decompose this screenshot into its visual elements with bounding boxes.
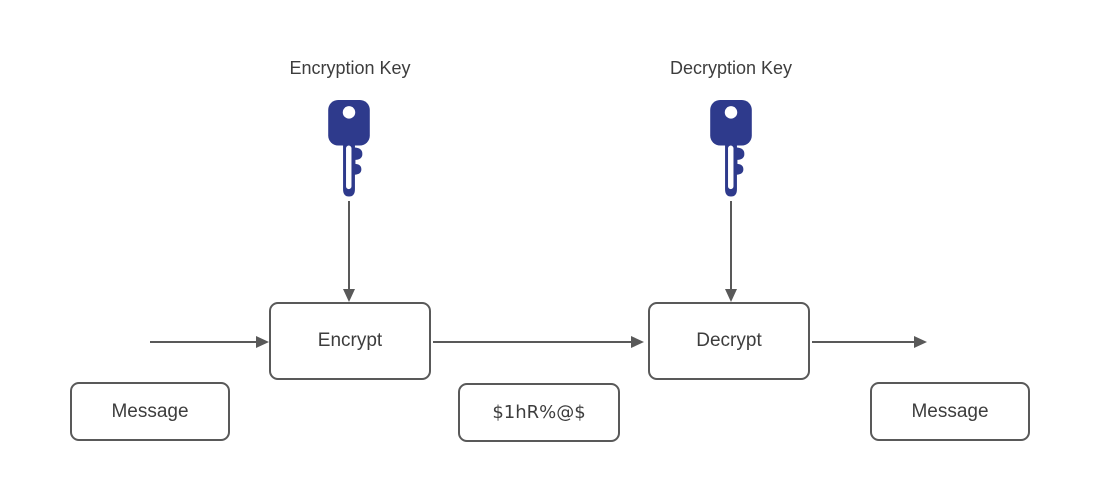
input-arrow-line	[150, 341, 257, 343]
ciphertext-arrow-line	[433, 341, 632, 343]
decrypt-box: Decrypt	[648, 302, 810, 380]
encryption-key-arrowhead-icon	[343, 289, 355, 302]
encryption-key-arrow-line	[348, 201, 350, 290]
encryption-key-icon	[328, 99, 370, 197]
decryption-key-icon	[710, 99, 752, 197]
output-arrowhead-icon	[914, 336, 927, 348]
output-arrow-line	[812, 341, 915, 343]
ciphertext-box: $1hR%@$	[458, 383, 620, 442]
decryption-key-arrow-line	[730, 201, 732, 290]
message-in-box: Message	[70, 382, 230, 441]
input-arrowhead-icon	[256, 336, 269, 348]
ciphertext-label: $1hR%@$	[492, 402, 586, 423]
decrypt-box-label: Decrypt	[696, 330, 762, 351]
message-out-label: Message	[911, 400, 989, 422]
message-in-label: Message	[111, 400, 189, 422]
encrypt-box: Encrypt	[269, 302, 431, 380]
decryption-key-arrowhead-icon	[725, 289, 737, 302]
decryption-key-label: Decryption Key	[669, 58, 793, 78]
encrypt-box-label: Encrypt	[317, 330, 383, 351]
ciphertext-arrowhead-icon	[631, 336, 644, 348]
message-out-box: Message	[870, 382, 1030, 441]
encryption-key-label: Encryption Key	[289, 58, 411, 78]
